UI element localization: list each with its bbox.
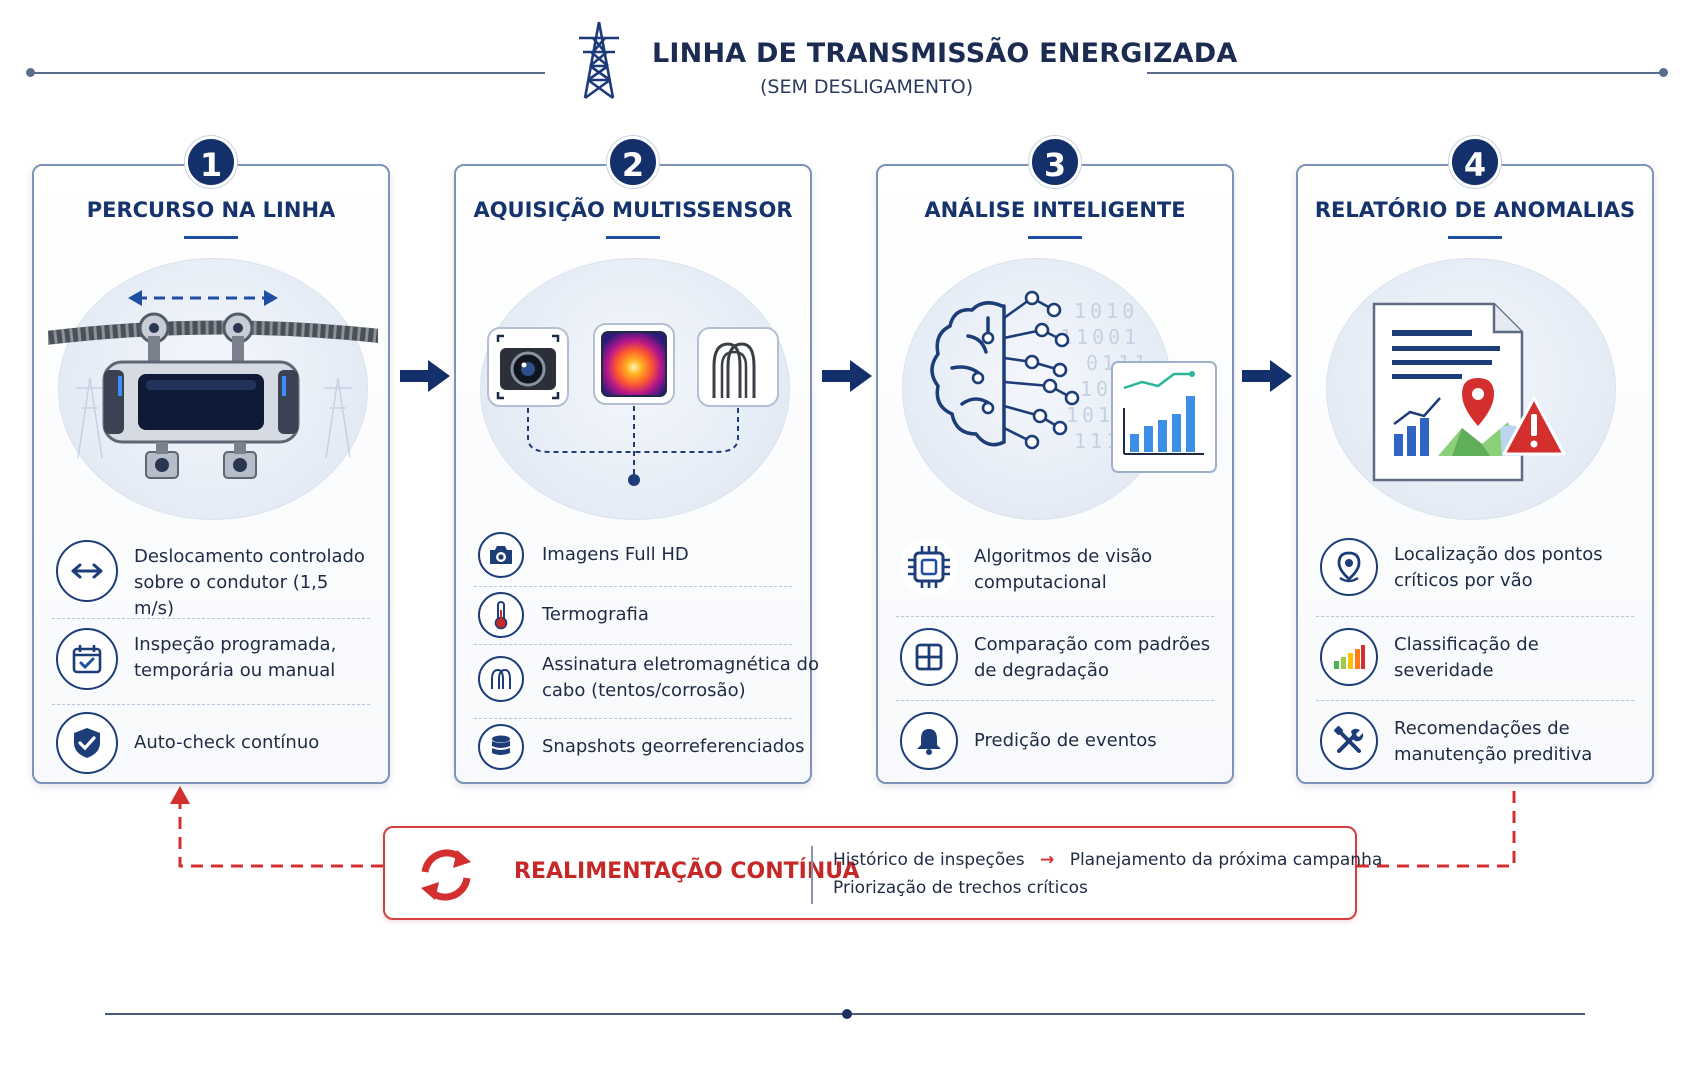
feature-separator <box>896 700 1214 701</box>
main-subtitle: (SEM DESLIGAMENTO) <box>760 76 974 98</box>
feedback-line-2: Priorização de trechos críticos <box>833 878 1088 898</box>
title-underline <box>184 236 238 239</box>
feature-text: Inspeção programada, temporária ou manua… <box>134 634 337 681</box>
feedback-box: REALIMENTAÇÃO CONTÍNUA Histórico de insp… <box>383 826 1382 920</box>
header-rule-left <box>30 72 545 74</box>
feature-item: Predição de eventos <box>896 706 1214 778</box>
header-rule-right <box>1147 72 1663 74</box>
arrow-right-icon: → <box>1040 850 1055 870</box>
feature-text: Comparação com padrões de degradação <box>974 634 1211 681</box>
binary-digits: 1010 11001 0111 1011 10111 1110 <box>1060 299 1147 453</box>
title-underline <box>606 236 660 239</box>
direction-arrow-icon <box>128 290 278 306</box>
feature-text: Classificação de severidade <box>1394 634 1539 681</box>
header-rule-left-dot <box>26 68 35 77</box>
feature-item: Deslocamento controlado sobre o condutor… <box>52 536 370 619</box>
multisensor-illustration <box>470 258 800 528</box>
feedback-planning-text: Planejamento da próxima campanha <box>1069 850 1383 870</box>
ai-analysis-illustration: 1010 11001 0111 1011 10111 1110 <box>892 258 1222 528</box>
grid-compare-icon <box>900 628 958 686</box>
tools-icon <box>1320 712 1378 770</box>
step-number-badge: 3 <box>1029 136 1081 188</box>
severity-bars-icon <box>1320 628 1378 686</box>
warning-triangle-icon <box>1502 396 1566 456</box>
coil-icon <box>478 656 524 702</box>
camera-sensor-icon <box>487 327 569 407</box>
analysis-chart-icon <box>1111 361 1217 473</box>
camera-icon <box>478 532 524 578</box>
feedback-divider <box>811 846 813 904</box>
feature-item: Imagens Full HD <box>474 530 792 582</box>
feature-item: Auto-check contínuo <box>52 710 370 780</box>
anomaly-report-illustration <box>1312 258 1642 528</box>
footer-dot <box>842 1009 852 1019</box>
feature-item: Inspeção programada, temporária ou manua… <box>52 624 370 694</box>
feature-text: Recomendações de manutenção preditiva <box>1394 718 1593 765</box>
step-title: AQUISIÇÃO MULTISSENSOR <box>473 198 793 222</box>
step-title: PERCURSO NA LINHA <box>86 198 336 222</box>
step-number-badge: 4 <box>1449 136 1501 188</box>
processor-chip-icon <box>900 538 958 596</box>
feature-text: Auto-check contínuo <box>134 732 320 753</box>
feature-separator <box>474 644 792 645</box>
location-pin-icon <box>1320 538 1378 596</box>
flow-arrow-icon <box>400 360 450 392</box>
feature-item: Snapshots georreferenciados <box>474 722 805 774</box>
thermal-sensor-icon <box>593 323 675 405</box>
feature-text: Assinatura eletromagnética do cabo (tent… <box>542 654 819 701</box>
step-title: RELATÓRIO DE ANOMALIAS <box>1314 198 1636 222</box>
title-underline <box>1028 236 1082 239</box>
flow-arrow-icon <box>1242 360 1292 392</box>
feature-item: Recomendações de manutenção preditiva <box>1316 706 1634 778</box>
step-card-1: 1 PERCURSO NA LINHA <box>32 136 390 784</box>
bell-icon <box>900 712 958 770</box>
calendar-check-icon <box>56 628 118 690</box>
title-underline <box>1448 236 1502 239</box>
feature-separator <box>52 704 370 705</box>
feature-item: Algoritmos de visão computacional <box>896 532 1214 606</box>
feature-text: Termografia <box>542 604 649 625</box>
feature-separator <box>896 616 1214 617</box>
flow-arrow-icon <box>822 360 872 392</box>
feedback-history-text: Histórico de inspeções <box>833 850 1025 870</box>
bidirectional-arrow-icon <box>56 540 118 602</box>
feature-separator <box>1316 700 1634 701</box>
feature-separator <box>52 618 370 619</box>
step-card-2: 2 AQUISIÇÃO MULTISSENSOR <box>454 136 819 784</box>
electromagnetic-coil-icon <box>697 327 779 407</box>
feature-item: Classificação de severidade <box>1316 622 1634 694</box>
feature-text: Deslocamento controlado sobre o condutor… <box>134 546 365 619</box>
step-card-4: 4 RELATÓRIO DE ANOMALIAS <box>1296 136 1654 784</box>
transmission-tower-icon <box>579 21 619 100</box>
step-number-badge: 1 <box>185 136 237 188</box>
report-document-icon <box>1372 302 1524 482</box>
feedback-title: REALIMENTAÇÃO CONTÍNUA <box>514 859 860 884</box>
database-icon <box>478 724 524 770</box>
feature-separator <box>1316 616 1634 617</box>
shield-check-icon <box>56 712 118 774</box>
feature-item: Assinatura eletromagnética do cabo (tent… <box>474 646 819 716</box>
feature-text: Snapshots georreferenciados <box>542 736 805 757</box>
refresh-cycle-icon <box>421 849 471 901</box>
line-robot-illustration <box>48 258 378 528</box>
feature-text: Localização dos pontos críticos por vão <box>1394 544 1603 591</box>
header-rule-right-dot <box>1659 68 1668 77</box>
ai-brain-icon <box>930 301 1006 447</box>
feature-separator <box>474 586 792 587</box>
feature-item: Termografia <box>474 590 792 642</box>
step-number-badge: 2 <box>607 136 659 188</box>
feature-text: Algoritmos de visão computacional <box>974 546 1153 593</box>
feature-item: Localização dos pontos críticos por vão <box>1316 532 1634 606</box>
feature-item: Comparação com padrões de degradação <box>896 622 1214 694</box>
feature-text: Imagens Full HD <box>542 544 689 565</box>
main-title: LINHA DE TRANSMISSÃO ENERGIZADA <box>652 38 1238 69</box>
step-title: ANÁLISE INTELIGENTE <box>924 198 1186 222</box>
feedback-line-1: Histórico de inspeções → Planejamento da… <box>833 850 1382 870</box>
feature-separator <box>474 718 792 719</box>
map-pin-icon <box>1462 378 1494 426</box>
feature-text: Predição de eventos <box>974 730 1157 751</box>
step-card-3: 3 ANÁLISE INTELIGENTE 1010 11001 0111 10… <box>876 136 1234 784</box>
thermometer-icon <box>478 592 524 638</box>
neural-network-icon <box>971 290 1080 450</box>
